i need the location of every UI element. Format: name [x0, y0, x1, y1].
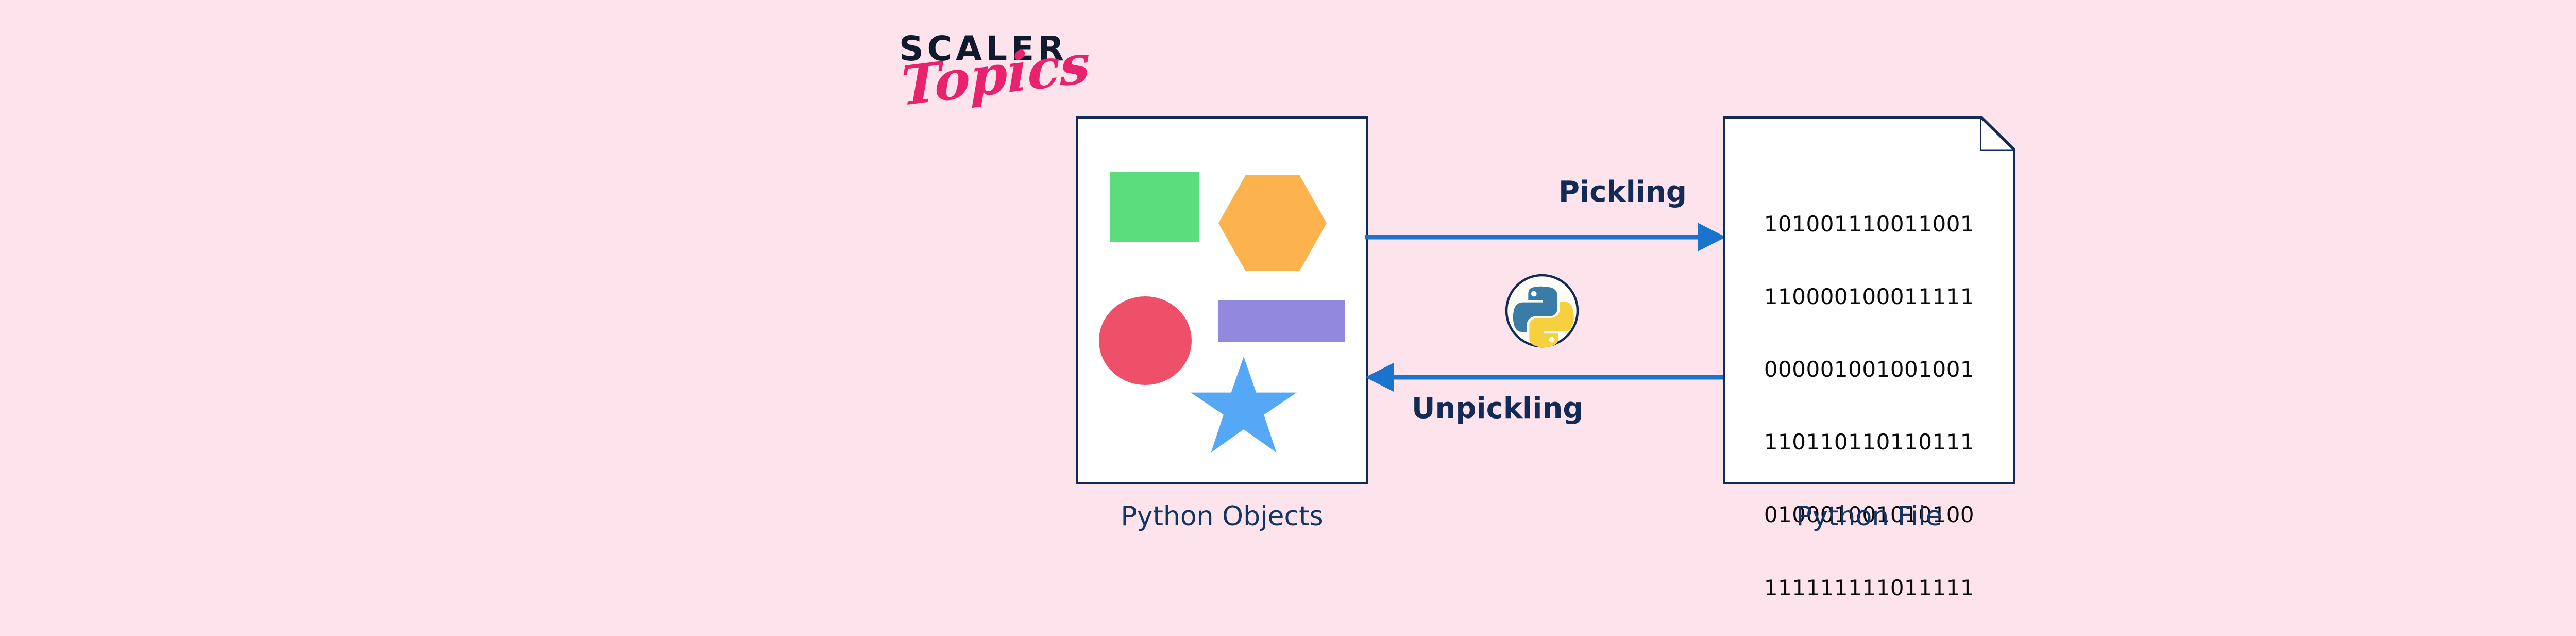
python-logo-icon: [1503, 272, 1581, 349]
binary-line: 111111111011111: [1764, 575, 1975, 600]
python-objects-panel: [1076, 116, 1368, 484]
binary-content: 101001110011001 110000100011111 00000100…: [1723, 163, 2015, 636]
blue-star-shape: [1191, 357, 1297, 453]
unpickling-arrow: [1365, 363, 1726, 392]
pickling-label: Pickling: [1558, 175, 1687, 209]
file-document-body: [1723, 116, 2015, 484]
unpickling-label: Unpickling: [1412, 392, 1584, 425]
binary-line: 110000100011111: [1764, 284, 1975, 310]
python-objects-caption: Python Objects: [1121, 501, 1324, 532]
scaler-topics-logo: SCALER Topics: [899, 29, 1090, 143]
python-file-caption: Python File: [1796, 501, 1942, 532]
pickling-arrow: [1365, 223, 1726, 252]
purple-rectangle-shape: [1218, 300, 1345, 342]
binary-line: 010001001010100: [1764, 502, 1975, 528]
binary-line: 000001001001001: [1764, 357, 1975, 382]
binary-line: 110110110110111: [1764, 429, 1975, 455]
orange-hexagon-shape: [1218, 175, 1327, 271]
logo-scaler-text: SCALER: [899, 29, 1068, 69]
green-rectangle-shape: [1110, 172, 1199, 242]
python-file-document: 101001110011001 110000100011111 00000100…: [1723, 116, 2015, 600]
binary-line: 101001110011001: [1764, 211, 1975, 237]
red-circle-shape: [1099, 296, 1192, 385]
document-fold-corner-icon: [1979, 116, 2015, 151]
